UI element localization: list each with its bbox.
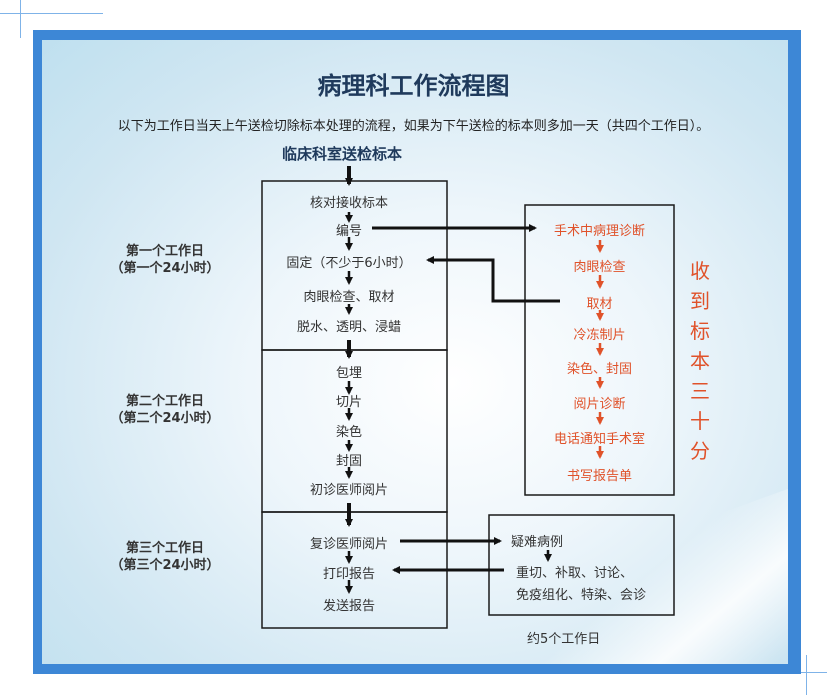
step-send-report: 发送报告: [322, 599, 375, 614]
frozen-note-char: 十: [690, 409, 710, 433]
step-fix: 固定（不少于6小时）: [286, 256, 412, 271]
difficult-box: [488, 514, 675, 616]
frozen-step-stain: 染色、封固: [566, 362, 632, 377]
frozen-step-diagnose: 阅片诊断: [573, 397, 626, 412]
day-label-2: 第二个工作日 （第二个24小时）: [100, 393, 230, 427]
step-print-report: 打印报告: [322, 567, 375, 582]
day-label-3-line1: 第三个工作日: [125, 541, 204, 556]
frozen-note-char: 到: [690, 289, 710, 313]
day-label-1-line1: 第一个工作日: [125, 244, 204, 259]
step-initial-review: 初诊医师阅片: [309, 483, 388, 498]
page-title: 病理科工作流程图: [317, 72, 510, 100]
page-subtitle: 以下为工作日当天上午送检切除标本处理的流程，如果为下午送检的标本则多加一天（共四…: [117, 119, 710, 134]
step-mount: 封固: [335, 454, 362, 469]
content-panel: [42, 40, 788, 664]
day-label-3-line2: （第三个24小时）: [110, 558, 220, 573]
step-second-review: 复诊医师阅片: [309, 537, 388, 552]
day-label-2-line1: 第二个工作日: [125, 394, 204, 409]
frozen-step-intraop: 手术中病理诊断: [553, 224, 645, 239]
day-label-2-line2: （第二个24小时）: [110, 411, 220, 426]
corner-line-top-h: [0, 13, 103, 14]
frozen-box: [524, 204, 675, 496]
frozen-step-sample: 取材: [586, 297, 613, 312]
step-dehydrate: 脱水、透明、浸蜡: [296, 320, 401, 335]
corner-line-bottom-v: [806, 655, 807, 695]
step-embed: 包埋: [335, 366, 362, 381]
corner-line-top-v: [20, 0, 21, 38]
frozen-note-char: 分: [690, 439, 710, 463]
day-label-1: 第一个工作日 （第一个24小时）: [100, 243, 230, 277]
frozen-note-char: 本: [690, 349, 710, 373]
frozen-step-section: 冷冻制片: [573, 328, 626, 343]
difficult-line2: 免疫组化、特染、会诊: [516, 588, 647, 603]
day-label-3: 第三个工作日 （第三个24小时）: [100, 540, 230, 574]
difficult-note: 约5个工作日: [527, 632, 601, 647]
frozen-step-write: 书写报告单: [566, 469, 632, 484]
frozen-note-char: 收: [690, 259, 710, 283]
frozen-step-gross: 肉眼检查: [573, 260, 626, 275]
frozen-note-char: 标: [690, 319, 710, 343]
difficult-title: 疑难病例: [511, 535, 564, 550]
step-gross: 肉眼检查、取材: [303, 290, 395, 305]
frozen-time-note: 收 到 标 本 三 十 分: [688, 256, 712, 466]
day-label-1-line2: （第一个24小时）: [110, 261, 220, 276]
frozen-note-char: 三: [690, 379, 710, 403]
frozen-step-phone: 电话通知手术室: [553, 432, 645, 447]
step-section: 切片: [335, 395, 362, 410]
difficult-line1: 重切、补取、讨论、: [516, 566, 634, 581]
step-receive: 核对接收标本: [309, 196, 388, 211]
step-stain: 染色: [335, 425, 362, 440]
step-number: 编号: [335, 224, 362, 239]
start-label: 临床科室送检标本: [282, 145, 403, 163]
